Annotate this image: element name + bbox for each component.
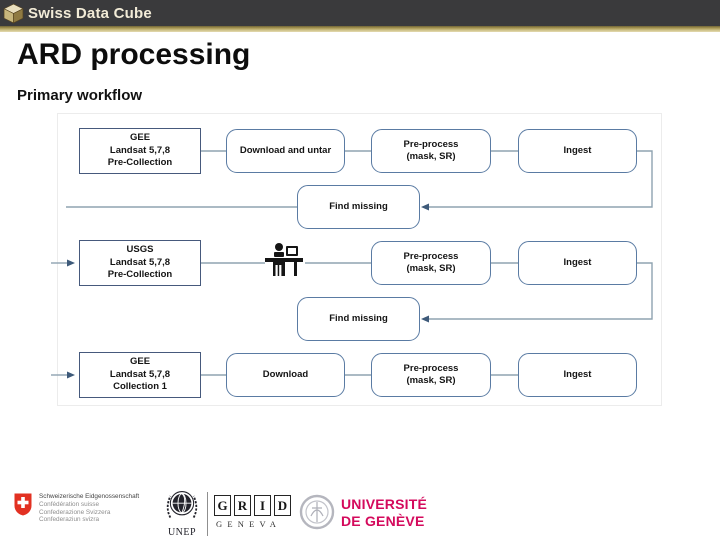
swiss-confederation-text: Schweizerische Eidgenossenschaft Confédé… bbox=[39, 493, 139, 524]
step-box-download-untar: Download and untar bbox=[226, 129, 345, 173]
box-label-line: Ingest bbox=[563, 256, 592, 268]
page-subtitle: Primary workflow bbox=[17, 87, 143, 104]
box-label-line: Pre-Collection bbox=[107, 269, 173, 281]
page-title: ARD processing bbox=[17, 38, 251, 71]
step-box-ingest-row3: Ingest bbox=[518, 353, 637, 397]
swiss-shield-icon bbox=[14, 493, 32, 516]
step-box-preprocess-row3: Pre-process (mask, SR) bbox=[371, 353, 491, 397]
arrowheads bbox=[67, 203, 429, 379]
cube-icon bbox=[3, 3, 24, 23]
grid-letter: G bbox=[214, 495, 231, 516]
source-box-gee-precollection: GEE Landsat 5,7,8 Pre-Collection bbox=[79, 128, 201, 174]
grid-letter: I bbox=[254, 495, 271, 516]
step-box-ingest-row2: Ingest bbox=[518, 241, 637, 285]
grid-letter: D bbox=[274, 495, 291, 516]
unige-line: UNIVERSITÉ bbox=[341, 496, 428, 512]
box-label-line: Landsat 5,7,8 bbox=[109, 368, 171, 380]
footer-text-line: Confederazione Svizzera bbox=[39, 508, 111, 516]
workflow-diagram: GEE Landsat 5,7,8 Pre-Collection Downloa… bbox=[51, 113, 662, 406]
footer-text-line: Confederaziun svizra bbox=[39, 516, 100, 524]
unep-globe-icon bbox=[166, 491, 198, 518]
box-label-line: USGS bbox=[126, 244, 154, 256]
brand-title: Swiss Data Cube bbox=[28, 4, 152, 22]
box-label-line: (mask, SR) bbox=[406, 151, 456, 162]
box-label-line: Ingest bbox=[563, 144, 592, 156]
step-box-find-missing-row1: Find missing bbox=[297, 185, 420, 229]
box-label-line: Find missing bbox=[329, 200, 388, 212]
unige-seal-icon bbox=[299, 494, 335, 530]
grid-letter: R bbox=[234, 495, 251, 516]
footer-text-line: Confédération suisse bbox=[39, 500, 100, 508]
step-box-preprocess-row1: Pre-process (mask, SR) bbox=[371, 129, 491, 173]
step-box-download: Download bbox=[226, 353, 345, 397]
grid-city-label: GENEVA bbox=[216, 519, 282, 529]
box-label-line: Ingest bbox=[563, 368, 592, 380]
box-label-line: Download bbox=[262, 368, 309, 380]
source-box-gee-collection1: GEE Landsat 5,7,8 Collection 1 bbox=[79, 352, 201, 398]
unige-line: DE GENÈVE bbox=[341, 513, 425, 529]
grid-geneva-logo: G R I D GENEVA bbox=[214, 495, 291, 529]
box-label-line: Pre-process bbox=[403, 362, 459, 374]
unep-logo: UNEP bbox=[160, 488, 204, 538]
box-label-line: Pre-process bbox=[403, 250, 459, 262]
box-label-line: GEE bbox=[129, 132, 151, 144]
box-label-line: Collection 1 bbox=[113, 381, 167, 393]
box-label-line: Download and untar bbox=[239, 144, 332, 156]
box-label-line: Landsat 5,7,8 bbox=[109, 256, 171, 268]
step-box-find-missing-row2: Find missing bbox=[297, 297, 420, 341]
footer-text-line: Schweizerische Eidgenossenschaft bbox=[39, 493, 140, 500]
box-label-line: Find missing bbox=[329, 312, 388, 324]
connector-lines bbox=[51, 150, 653, 379]
box-label-line: Pre-process bbox=[403, 138, 459, 150]
footer-divider bbox=[207, 492, 208, 536]
header-accent-line bbox=[0, 26, 720, 32]
person-at-desk-icon bbox=[265, 242, 303, 282]
box-label-line: Landsat 5,7,8 bbox=[109, 144, 171, 156]
step-box-preprocess-row2: Pre-process (mask, SR) bbox=[371, 241, 491, 285]
unige-wordmark: UNIVERSITÉ DE GENÈVE bbox=[341, 496, 427, 530]
box-label-line: Pre-Collection bbox=[107, 157, 173, 169]
box-label-line: GEE bbox=[129, 356, 151, 368]
source-box-usgs-precollection: USGS Landsat 5,7,8 Pre-Collection bbox=[79, 240, 201, 286]
step-box-ingest-row1: Ingest bbox=[518, 129, 637, 173]
unep-label: UNEP bbox=[167, 527, 197, 538]
box-label-line: (mask, SR) bbox=[406, 263, 456, 274]
header-bar: Swiss Data Cube bbox=[0, 0, 720, 26]
box-label-line: (mask, SR) bbox=[406, 375, 456, 386]
